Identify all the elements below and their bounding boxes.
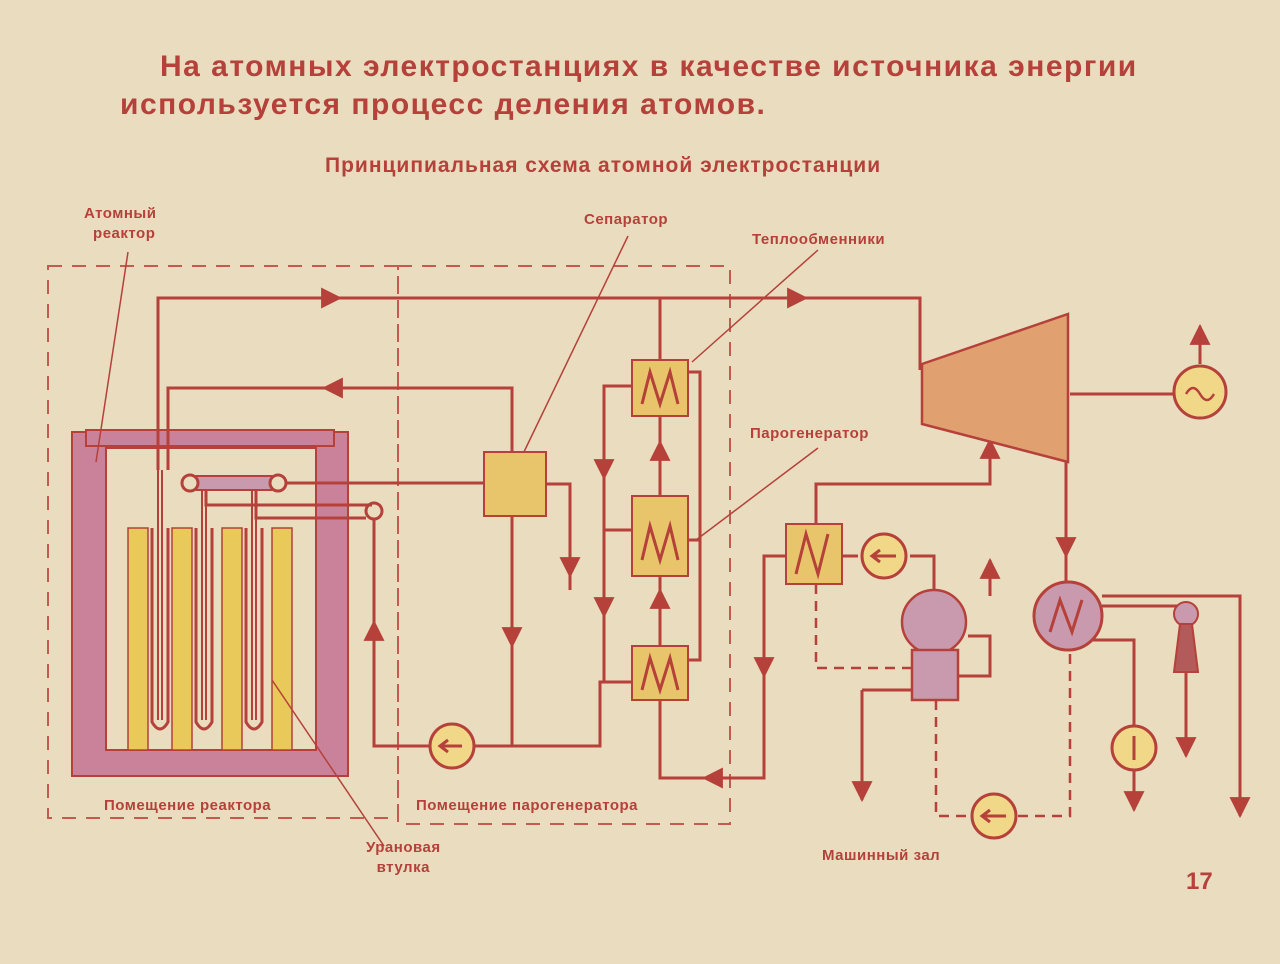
- ejector: [1172, 601, 1200, 673]
- deaerator: [900, 588, 968, 702]
- condenser: [1032, 580, 1104, 652]
- slide-heading: На атомных электростанциях в качестве ис…: [120, 48, 1180, 124]
- steam-generator: [785, 523, 843, 585]
- uranium-sleeves: [150, 470, 264, 731]
- fuel-elements: [127, 527, 293, 751]
- heading-line-2: используется процесс деления атомов.: [120, 88, 767, 121]
- label-steam-generator: Парогенератор: [750, 425, 869, 442]
- diagram-title: Принципиальная схема атомной электростан…: [325, 154, 882, 177]
- separator-box: [483, 451, 547, 517]
- turbine: [920, 312, 1070, 464]
- room-boundaries: [47, 265, 731, 825]
- label-uranium-sleeve-line-2: втулка: [376, 859, 430, 876]
- reactor-room-boundary: [47, 265, 399, 819]
- label-uranium-sleeve-line-1: Урановая: [366, 839, 441, 856]
- manifold-valve-right: [268, 473, 288, 493]
- heat-exchanger-top: [631, 359, 689, 417]
- page-number: 17: [1186, 868, 1213, 895]
- label-steam-generator-room: Помещение парогенератора: [416, 797, 639, 814]
- label-atomic-reactor-line-2: реактор: [93, 225, 156, 242]
- heat-exchanger-middle: [631, 495, 689, 577]
- label-atomic-reactor: Атомный реактор: [84, 204, 156, 244]
- label-separator: Сепаратор: [584, 211, 669, 228]
- heat-exchanger-bottom: [631, 645, 689, 701]
- generator: [1172, 364, 1228, 420]
- manifold-valve-left: [180, 473, 200, 493]
- steam-generator-room-boundary: [397, 265, 731, 825]
- pumps: [428, 532, 1158, 840]
- label-heat-exchangers: Теплообменники: [752, 231, 886, 248]
- reactor-vessel: [71, 429, 384, 777]
- heading-line-1: На атомных электростанциях в качестве ис…: [160, 50, 1138, 83]
- label-reactor-room: Помещение реактора: [104, 797, 272, 814]
- reactor-lid: [85, 429, 335, 447]
- piping: [95, 235, 1251, 847]
- reactor-manifold: [189, 475, 279, 491]
- label-machine-hall: Машинный зал: [822, 847, 941, 864]
- label-uranium-sleeve: Урановая втулка: [366, 838, 441, 878]
- label-atomic-reactor-line-1: Атомный: [84, 205, 157, 222]
